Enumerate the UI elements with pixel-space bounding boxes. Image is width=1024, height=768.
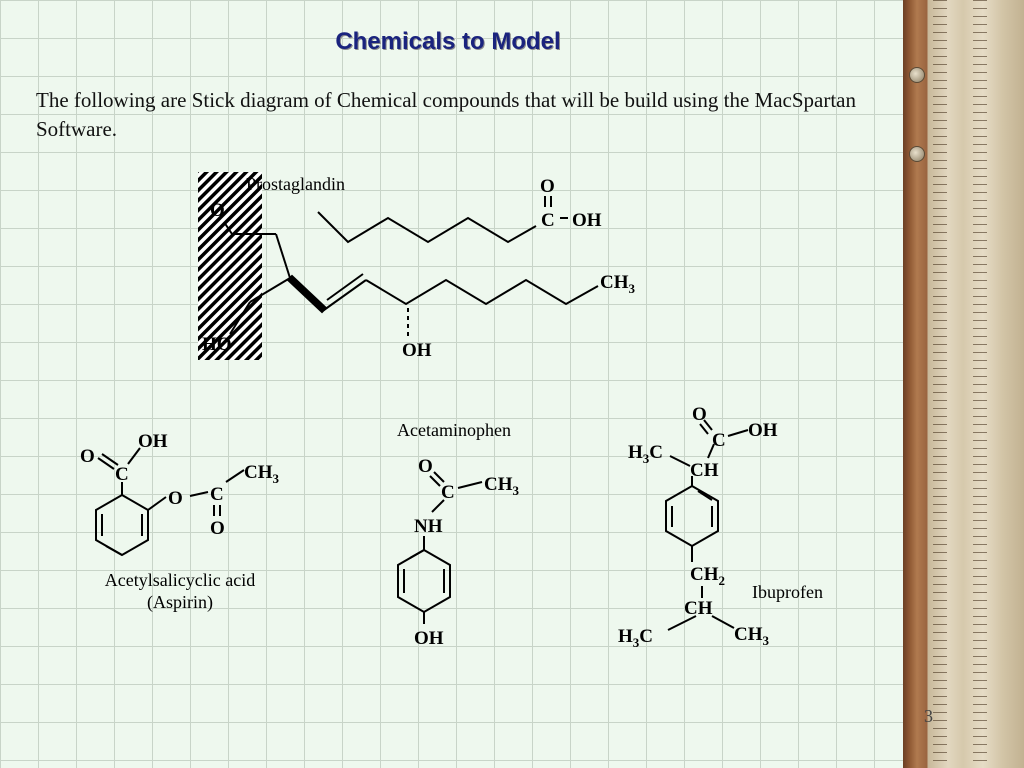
aspirin-name-alt: (Aspirin) — [147, 592, 213, 613]
ibuprofen-c: C — [712, 430, 726, 451]
page-number: 3 — [924, 706, 933, 726]
ibuprofen-name: Ibuprofen — [752, 582, 823, 602]
hatched-region — [198, 172, 262, 360]
acetaminophen-o: O — [418, 456, 433, 477]
ibuprofen-h3c-lower: H3C — [618, 626, 653, 650]
aspirin-carbonyl-o: O — [80, 446, 95, 467]
ibuprofen-h3c-upper: H3C — [628, 442, 663, 466]
prostaglandin-name: Prostaglandin — [246, 174, 345, 194]
aspirin-structure — [95, 447, 245, 557]
ibuprofen-ch3: CH3 — [734, 624, 770, 648]
slide-title: Chemicals to Model — [335, 28, 561, 55]
ibuprofen-ch2: CH2 — [690, 564, 725, 588]
prostaglandin-ch3: CH3 — [600, 272, 636, 296]
acetaminophen-oh: OH — [414, 628, 444, 649]
aspirin-oh: OH — [138, 431, 168, 452]
aspirin-ch3: CH3 — [244, 462, 280, 486]
acetaminophen-nh: NH — [414, 516, 443, 537]
ibuprofen-ch-lower: CH — [684, 598, 713, 619]
intro-text: The following are Stick diagram of Chemi… — [36, 88, 856, 141]
ruler-ticks — [903, 0, 1024, 768]
prostaglandin-oh: OH — [402, 340, 432, 361]
ibuprofen-ch: CH — [690, 460, 719, 481]
ruler-screw-bottom — [909, 146, 925, 162]
acetaminophen-ch3: CH3 — [484, 474, 520, 498]
prostaglandin-ring-o: O — [210, 200, 225, 221]
prostaglandin-acid-c: C — [541, 210, 555, 231]
ruler-screw-top — [909, 67, 925, 83]
aspirin-ester-c: C — [210, 484, 224, 505]
aspirin-name: Acetylsalicyclic acid — [105, 570, 255, 590]
prostaglandin-carbonyl-o: O — [540, 176, 555, 197]
prostaglandin-ho: HO — [202, 334, 232, 355]
ibuprofen-structure — [665, 419, 749, 631]
aspirin-acid-c: C — [115, 464, 129, 485]
aspirin-ester-o: O — [168, 488, 183, 509]
prostaglandin-acid-oh: OH — [572, 210, 602, 231]
acetaminophen-structure — [397, 471, 483, 624]
ibuprofen-oh: OH — [748, 420, 778, 441]
prostaglandin-structure — [198, 172, 599, 360]
acetaminophen-name: Acetaminophen — [397, 420, 511, 440]
acetaminophen-c: C — [441, 482, 455, 503]
ibuprofen-o: O — [692, 404, 707, 425]
aspirin-bottom-o: O — [210, 518, 225, 539]
chemical-diagrams: Prostaglandin O C OH O HO OH CH3 OH O C … — [80, 172, 823, 650]
